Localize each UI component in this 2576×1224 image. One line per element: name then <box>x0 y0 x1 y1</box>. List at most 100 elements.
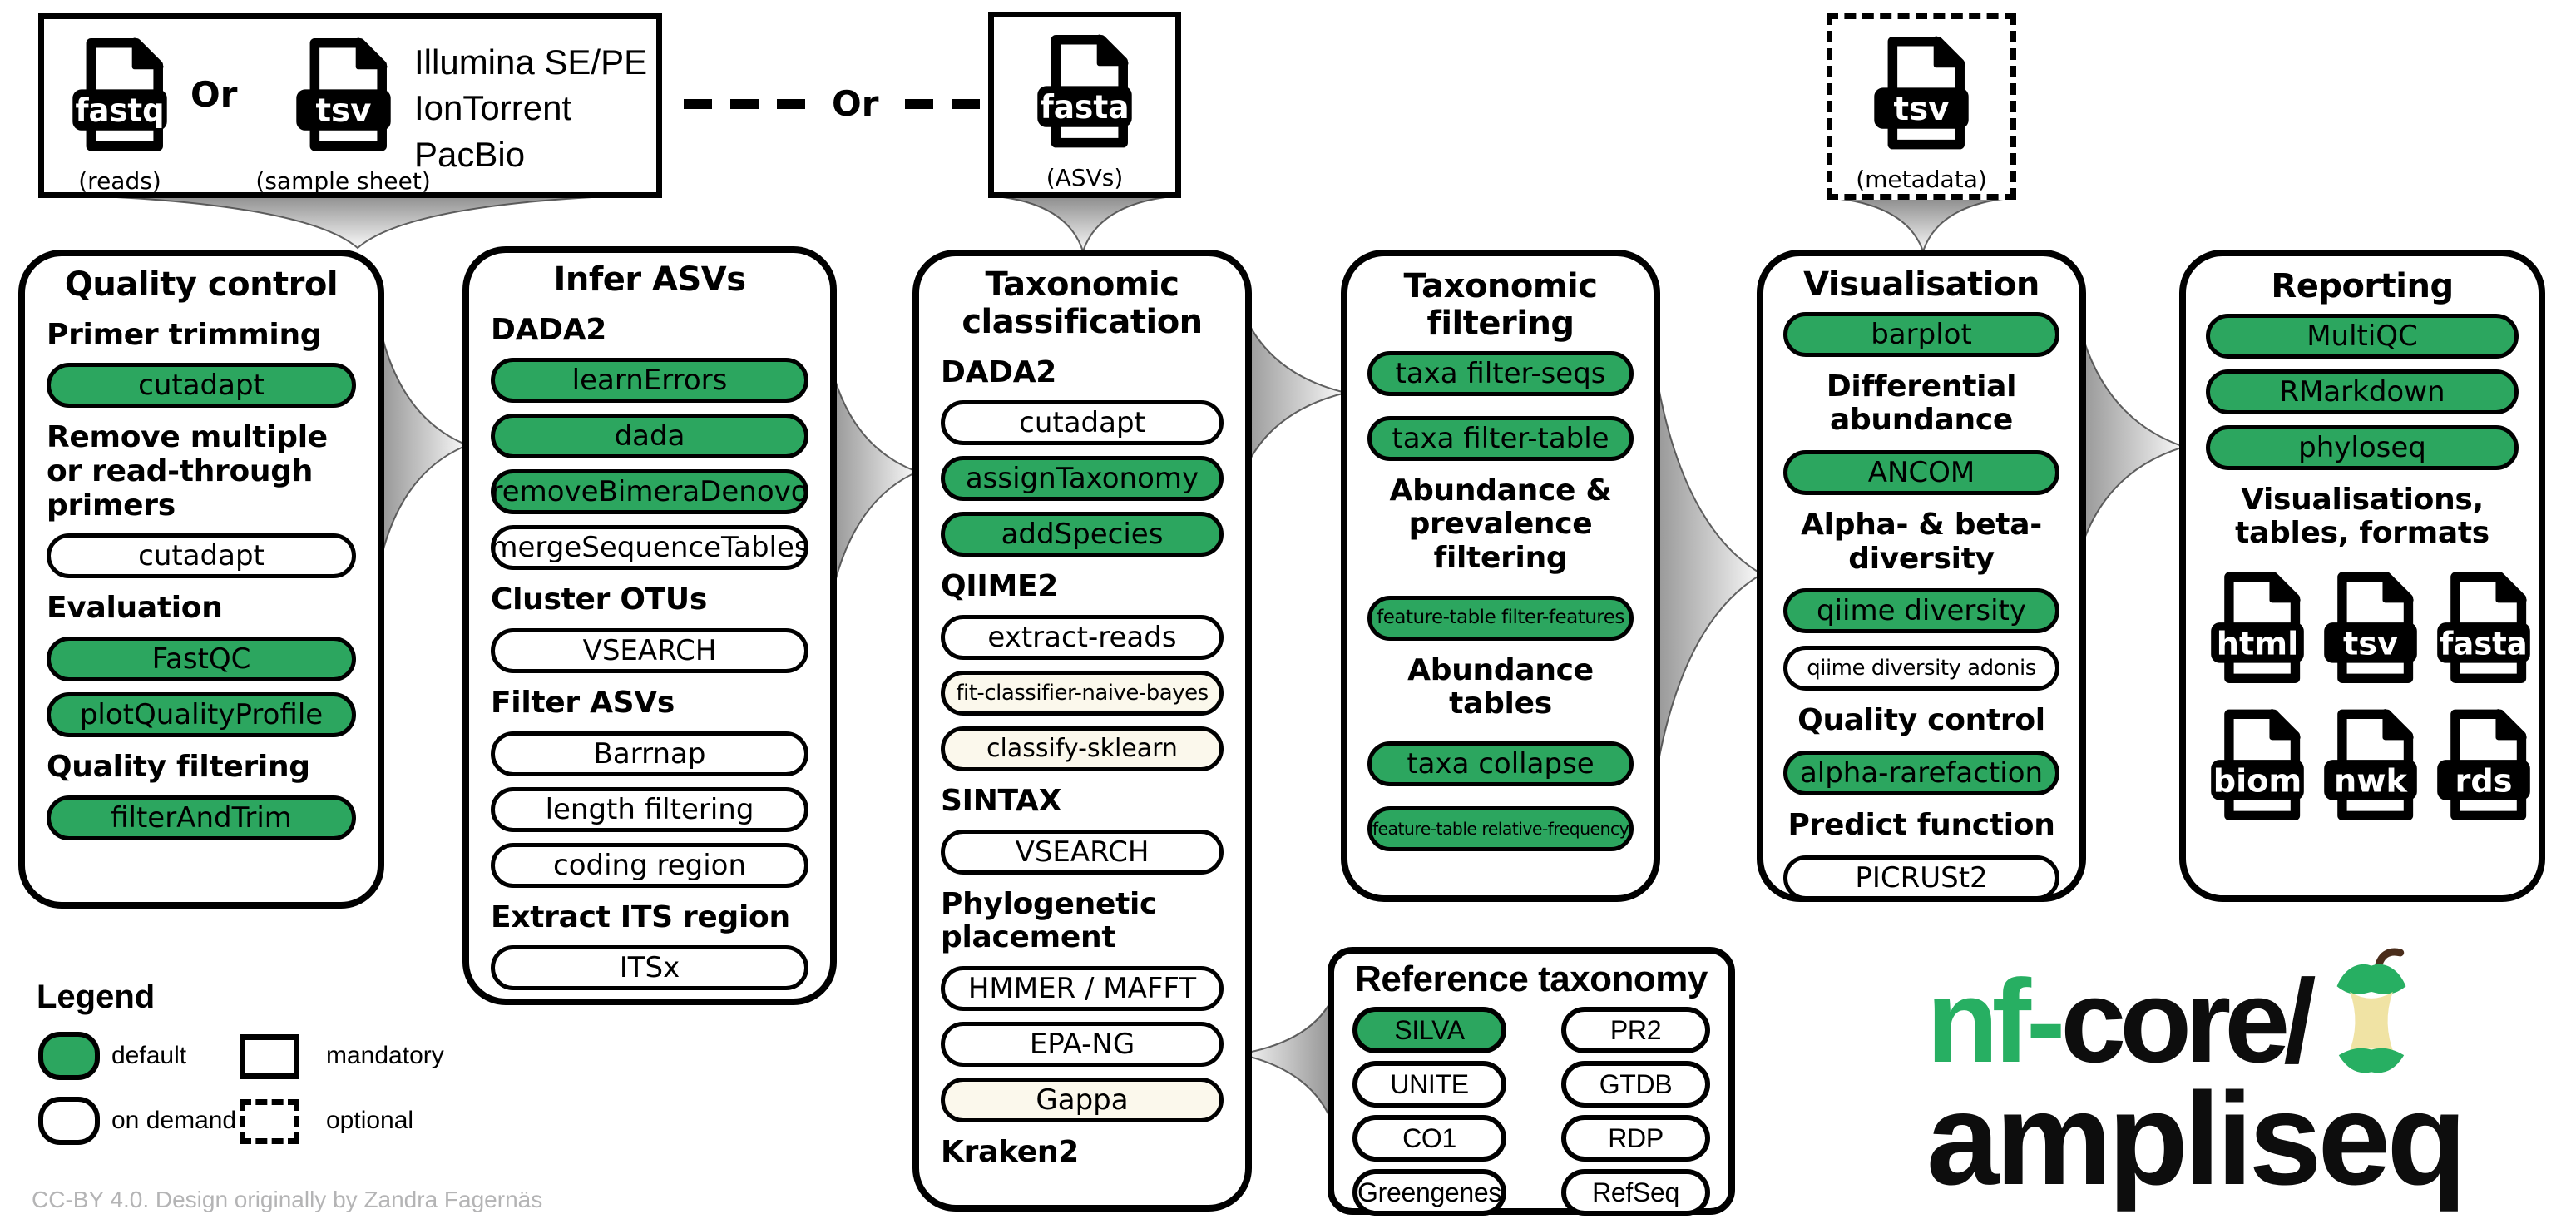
file-caption: (metadata) <box>1856 166 1987 193</box>
pill-phyloseq: phyloseq <box>2206 424 2519 470</box>
section-header: DADA2 <box>491 312 607 347</box>
format-biom: biom <box>2206 706 2309 835</box>
reads-or-label: Or <box>190 74 238 115</box>
file-caption: (reads) <box>78 167 161 195</box>
pill-ancom: ANCOM <box>1783 450 2059 496</box>
asv-file: fasta(ASVs) <box>1032 31 1137 191</box>
ref-pill-co1: CO1 <box>1352 1115 1507 1162</box>
section-header: Predict function <box>1787 808 2055 843</box>
pill-taxa-filter-table: taxa filter-table <box>1367 415 1634 461</box>
section-top: taxa filter-seqs taxa filter-table <box>1367 350 1634 461</box>
pill-length-filtering: length filtering <box>491 786 808 832</box>
pill-plotqualityprofile: plotQualityProfile <box>47 692 356 738</box>
logo-core: core/ <box>2060 955 2316 1088</box>
column-title: Visualisation <box>1803 265 2040 304</box>
svg-text:biom: biom <box>2213 763 2302 800</box>
section-header: Phylogenetic placement <box>941 886 1158 955</box>
logo-line2: ampliseq <box>1926 1066 2467 1212</box>
file-caption: (sample sheet) <box>255 167 431 195</box>
pill-itsx: ITSx <box>491 945 808 991</box>
pill-removebimeradenovo: removeBimeraDenovo <box>491 469 808 515</box>
section-header: Remove multiple or read-through primers <box>47 420 328 523</box>
section-header: DADA2 <box>941 354 1057 389</box>
pill-filterandtrim: filterAndTrim <box>47 795 356 840</box>
section-header: Differential abundance <box>1826 369 2017 438</box>
column-title: Taxonomic classification <box>962 265 1203 341</box>
section-quality-filtering: Quality filtering filterAndTrim <box>47 750 356 840</box>
section-header: Quality filtering <box>47 750 310 785</box>
pill-multiqc: MultiQC <box>2206 313 2519 359</box>
file-unit-fasta: fasta(ASVs) <box>1032 31 1137 191</box>
pill-barplot: barplot <box>1783 311 2059 357</box>
format-fasta: fasta <box>2432 568 2535 697</box>
section-header: SINTAX <box>941 783 1062 818</box>
input-asv-box: fasta(ASVs) <box>988 12 1181 198</box>
ref-pill-rdp: RDP <box>1561 1115 1710 1162</box>
svg-text:tsv: tsv <box>315 92 371 130</box>
section-alpha-beta-diversity: Alpha- & beta- diversity qiime diversity q… <box>1783 508 2059 691</box>
flow-connector <box>372 278 470 612</box>
or-separator: Or <box>684 83 1027 124</box>
flow-connector <box>1644 274 1763 875</box>
flow-connector <box>2070 276 2188 597</box>
file-unit-tsv: tsv (sample sheet) <box>255 34 431 195</box>
ref-pill-greengenes: Greengenes <box>1352 1169 1507 1216</box>
column-title: Taxonomic filtering <box>1403 267 1598 343</box>
pill-vsearch: VSEARCH <box>941 829 1224 875</box>
nf-core-ampliseq-logo: nf-core/ ampliseq <box>1926 948 2567 1212</box>
sequencing-platforms: Illumina SE/PE IonTorrent PacBio <box>414 42 648 174</box>
ref-pill-refseq: RefSeq <box>1561 1169 1710 1216</box>
section-header: Kraken2 <box>941 1134 1079 1169</box>
pill-taxa-filter-seqs: taxa filter-seqs <box>1367 350 1634 396</box>
column-title: Infer ASVs <box>553 260 746 299</box>
pill-feature-table-filter-features: feature-table filter-features <box>1367 595 1634 641</box>
section-header: Abundance tables <box>1407 652 1594 721</box>
flow-connector <box>823 320 920 654</box>
svg-text:fasta: fasta <box>1040 89 1129 126</box>
dash-icon <box>684 98 712 109</box>
flow-connector <box>57 194 650 250</box>
section-header: Evaluation <box>47 591 223 626</box>
section-header: Alpha- & beta- diversity <box>1801 508 2042 576</box>
pill-vsearch: VSEARCH <box>491 628 808 674</box>
pill-alpha-rarefaction: alpha-rarefaction <box>1783 751 2059 796</box>
ref-pill-silva: SILVA <box>1352 1007 1507 1053</box>
pill-gappa: Gappa <box>941 1077 1224 1122</box>
metadata-file: tsv(metadata) <box>1856 32 1987 193</box>
section-header: Extract ITS region <box>491 899 790 934</box>
pill-qiime-diversity-adonis: qiime diversity adonis <box>1783 646 2059 691</box>
file-biom-icon: biom <box>2211 709 2304 821</box>
pill-classify-sklearn: classify-sklearn <box>941 726 1224 771</box>
pill-dada: dada <box>491 414 808 459</box>
section-sintax: SINTAX VSEARCH <box>941 783 1224 875</box>
format-nwk: nwk <box>2319 706 2422 835</box>
svg-text:html: html <box>2217 626 2298 662</box>
pill-fastqc: FastQC <box>47 637 356 682</box>
file-nwk-icon: nwk <box>2324 709 2417 821</box>
svg-text:rds: rds <box>2455 763 2513 800</box>
flow-connector <box>996 196 1174 255</box>
section-header: Filter ASVs <box>491 686 675 721</box>
pill-qiime-diversity: qiime diversity <box>1783 588 2059 634</box>
pill-fit-classifier-naive-bayes: fit-classifier-naive-bayes <box>941 670 1224 716</box>
apple-core-icon <box>2336 948 2406 1073</box>
logo-line1: nf-core/ <box>1926 948 2567 1088</box>
